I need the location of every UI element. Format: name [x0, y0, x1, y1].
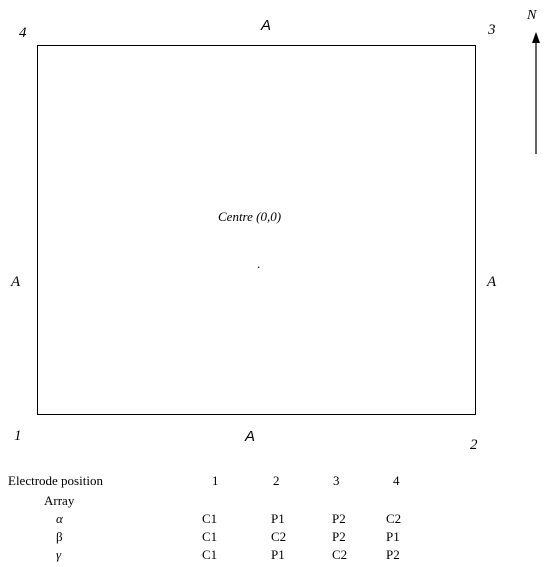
position-header: 3 — [333, 473, 340, 488]
side-label-right: A — [487, 274, 497, 290]
table-cell: P2 — [386, 547, 400, 562]
table-cell: C2 — [386, 511, 402, 526]
table-cell: P1 — [386, 529, 400, 544]
table-cell: P2 — [332, 529, 346, 544]
table-cell: P2 — [332, 511, 346, 526]
table-cell: C2 — [332, 547, 348, 562]
side-label-bottom: A — [245, 428, 256, 445]
corner-label-1: 1 — [14, 428, 22, 444]
corner-label-3: 3 — [488, 22, 496, 38]
array-name: β — [56, 529, 63, 544]
north-label: N — [527, 8, 537, 23]
table-cell: C1 — [202, 529, 218, 544]
table-cell: C2 — [271, 529, 287, 544]
table-cell: P1 — [271, 547, 285, 562]
north-arrow-icon — [532, 32, 540, 154]
table-cell: C1 — [202, 511, 218, 526]
position-header: 2 — [273, 473, 280, 488]
table-cell: C1 — [202, 547, 218, 562]
table-header-label: Electrode position — [8, 473, 103, 488]
side-label-left: A — [11, 274, 21, 290]
centre-label: Centre (0,0) — [218, 209, 282, 224]
side-label-top: A — [261, 17, 272, 34]
corner-label-4: 4 — [19, 25, 27, 41]
array-name: γ — [56, 547, 62, 562]
survey-square — [37, 45, 476, 415]
position-header: 4 — [393, 473, 400, 488]
array-label: Array — [44, 493, 75, 508]
table-cell: P1 — [271, 511, 285, 526]
position-header: 1 — [212, 473, 219, 488]
corner-label-2: 2 — [470, 437, 478, 453]
centre-dot: . — [257, 256, 261, 271]
array-name: α — [56, 511, 63, 526]
